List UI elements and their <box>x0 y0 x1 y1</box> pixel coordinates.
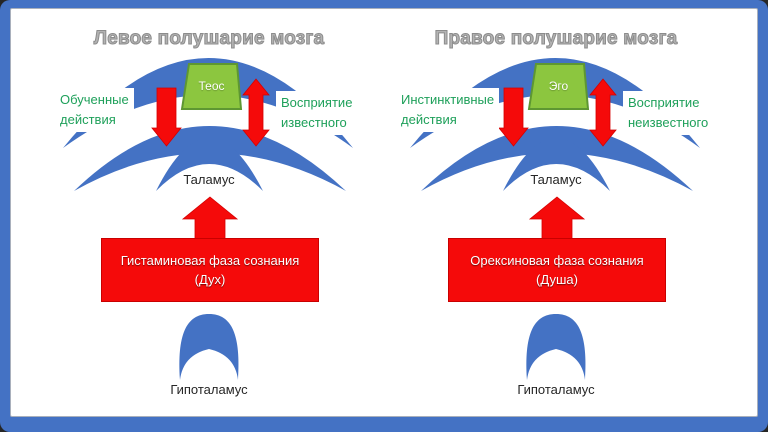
hypothalamus-label: Гипоталамус <box>170 382 248 397</box>
descending-arrow <box>151 87 182 147</box>
cortex-block-label: Теос <box>198 79 225 93</box>
brain-diagram <box>410 58 700 380</box>
cortex-block-label: Эго <box>548 79 569 93</box>
hypothalamus-arch <box>179 314 239 380</box>
action-label: Обученные действия <box>55 88 134 132</box>
ascending-arrow <box>528 196 586 244</box>
phase-box-line1: Орексиновая фаза сознания <box>470 253 644 268</box>
action-label: Инстинктивные действия <box>396 88 500 132</box>
thalamus-arc <box>156 138 263 191</box>
perception-label-line2: известного <box>281 115 347 130</box>
descending-arrow <box>498 87 529 147</box>
phase-box-line1: Гистаминовая фаза сознания <box>120 253 300 268</box>
panel-title: Левое полушарие мозга <box>93 28 325 50</box>
perception-label-line1: Восприятие <box>628 95 700 110</box>
phase-box-line2: (Дух) <box>194 272 226 287</box>
middle-cortex-arc <box>421 126 693 191</box>
phase-box-line2: (Душа) <box>536 272 578 287</box>
perception-label: Восприятие неизвестного <box>623 91 714 135</box>
ascending-arrow <box>181 196 239 244</box>
hypothalamus-label: Гипоталамус <box>517 382 595 397</box>
bidirectional-arrow <box>242 78 270 147</box>
action-label-line2: действия <box>401 112 457 127</box>
brain-diagram <box>63 58 353 380</box>
perception-label: Восприятие известного <box>276 91 358 135</box>
phase-box: Гистаминовая фаза сознания (Дух) <box>101 238 319 302</box>
slide-page: Левое полушарие мозга Теос Обученные дей… <box>10 8 758 417</box>
hypothalamus-arch <box>526 314 586 380</box>
action-label-line2: действия <box>60 112 116 127</box>
outer-cortex-arc <box>410 58 700 148</box>
action-label-line1: Инстинктивные <box>401 92 495 107</box>
left-hemisphere-panel: Левое полушарие мозга Теос Обученные дей… <box>39 9 379 416</box>
perception-label-line2: неизвестного <box>628 115 709 130</box>
bidirectional-arrow <box>589 78 617 147</box>
cortex-trapezoid <box>527 63 590 110</box>
thalamus-label: Таламус <box>530 172 582 187</box>
thalamus-label: Таламус <box>183 172 235 187</box>
thalamus-arc <box>503 138 610 191</box>
action-label-line1: Обученные <box>60 92 129 107</box>
middle-cortex-arc <box>74 126 346 191</box>
perception-label-line1: Восприятие <box>281 95 353 110</box>
phase-box: Орексиновая фаза сознания (Душа) <box>448 238 666 302</box>
panel-title: Правое полушарие мозга <box>434 28 678 50</box>
cortex-trapezoid <box>180 63 243 110</box>
outer-cortex-arc <box>63 58 353 148</box>
right-hemisphere-panel: Правое полушарие мозга Эго Инстинктивные… <box>386 9 726 416</box>
